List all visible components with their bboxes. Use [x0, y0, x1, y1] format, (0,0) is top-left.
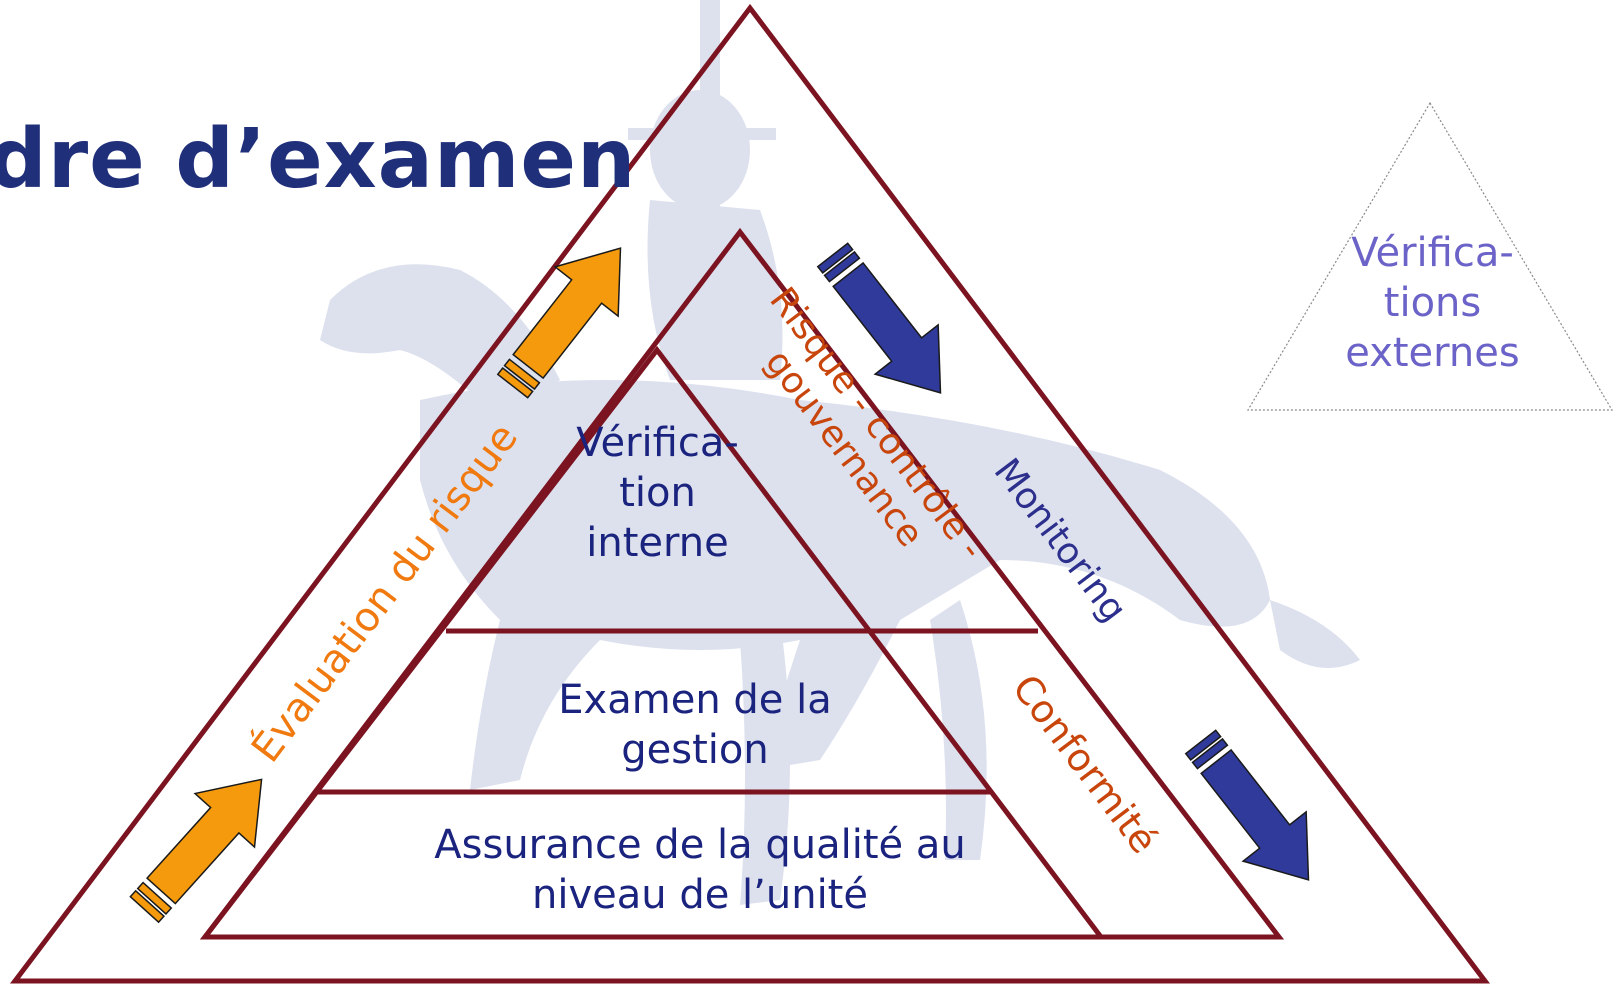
level-management-review: Examen de la gestion	[520, 675, 870, 775]
label-external-audits: Vérifica- tions externes	[1300, 228, 1565, 378]
slide-title: dre d’examen	[0, 112, 637, 207]
risk-arrow-lower	[129, 778, 263, 924]
outer-triangle	[9, 3, 1491, 984]
pyramid-outlines	[9, 3, 1491, 984]
level-quality-assurance: Assurance de la qualité au niveau de l’u…	[390, 820, 1010, 920]
label-external-audits-text: Vérifica- tions externes	[1345, 230, 1520, 376]
monitoring-arrow-upper	[816, 242, 942, 394]
level-quality-assurance-text: Assurance de la qualité au niveau de l’u…	[434, 822, 966, 918]
monitoring-arrow-lower	[1184, 729, 1310, 881]
risk-arrow-upper	[496, 247, 622, 399]
inner-triangle	[199, 345, 1107, 940]
level-management-review-text: Examen de la gestion	[558, 677, 832, 773]
level-internal-audit: Vérifica- tion interne	[545, 418, 770, 568]
level-internal-audit-text: Vérifica- tion interne	[576, 420, 739, 566]
watermark-horse-rider	[320, 0, 1360, 905]
